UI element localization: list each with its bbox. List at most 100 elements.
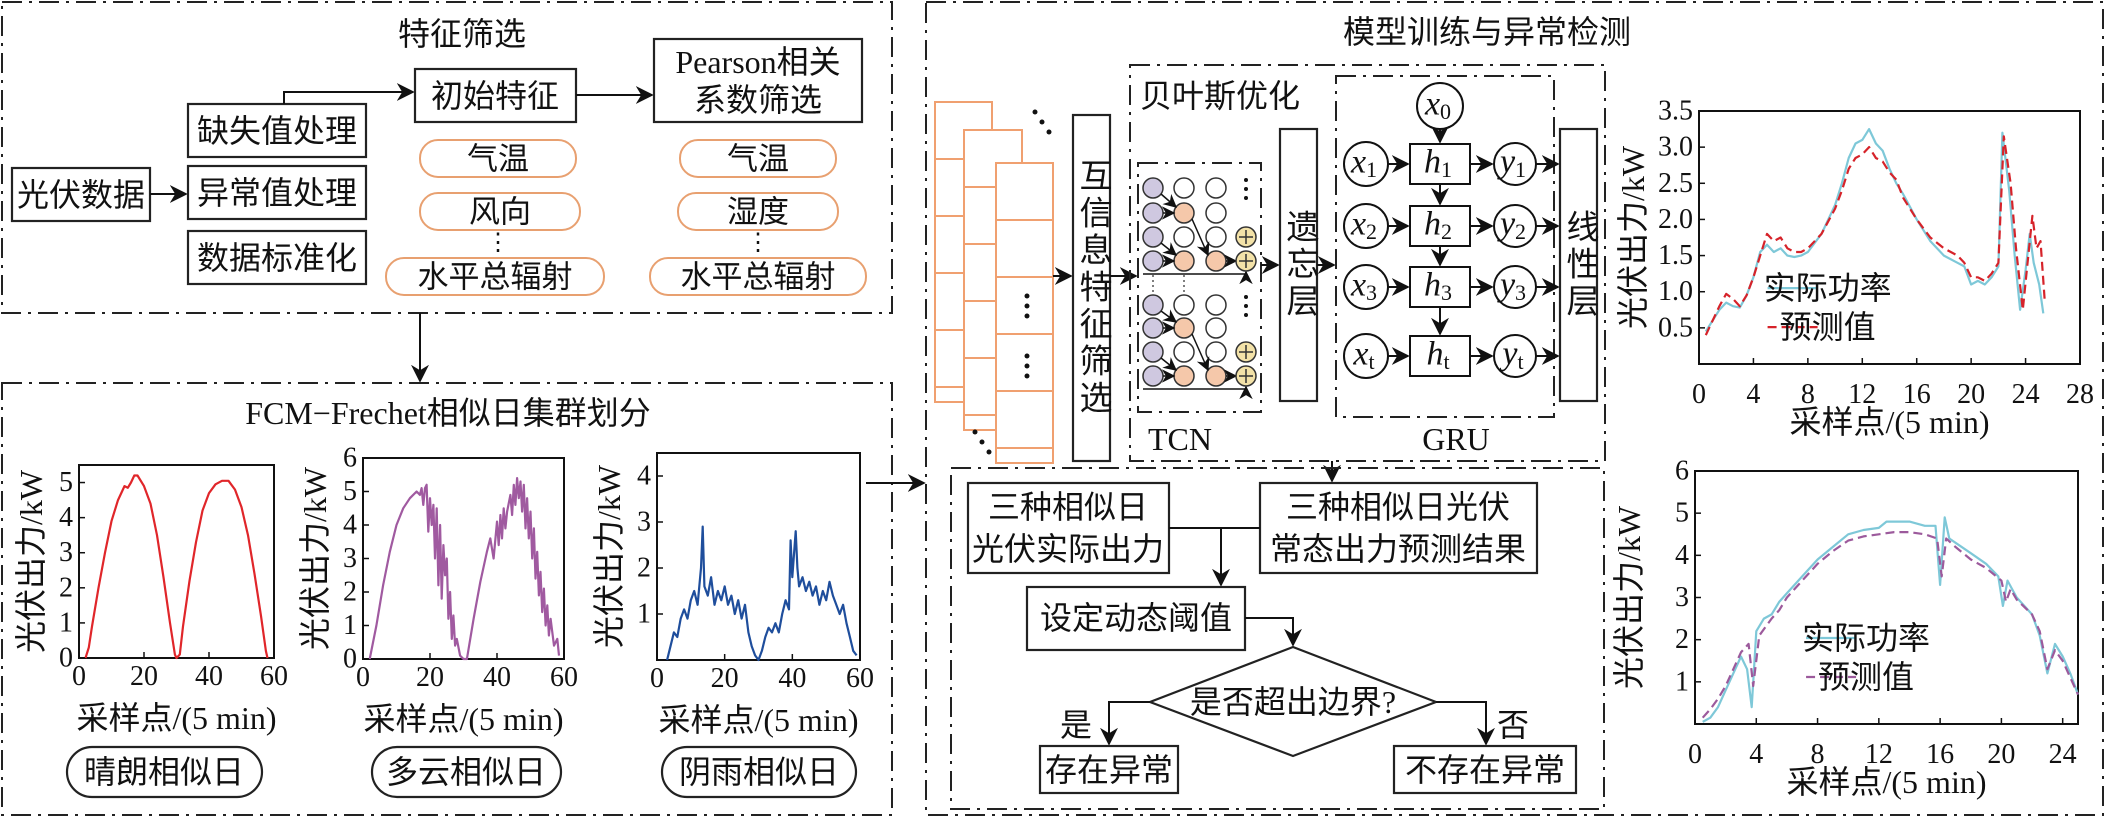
ellipsis-dot [1244, 196, 1248, 200]
pearson-box: Pearson相关 系数筛选 [652, 37, 864, 124]
y-tick-label: 1 [1675, 666, 1689, 697]
gru-label: GRU [1422, 421, 1490, 457]
x-tick-label: 40 [483, 662, 511, 693]
x-axis-label: 采样点/(5 min) [364, 701, 564, 737]
pearson-feature-list: 气温 湿度 ⋮ 水平总辐射 [649, 139, 867, 296]
x-tick-label: 8 [1811, 739, 1825, 770]
y-tick-label: 0.5 [1658, 312, 1693, 343]
subscript: 1 [1441, 157, 1452, 182]
svg-text:常态出力预测结果: 常态出力预测结果 [1270, 531, 1526, 567]
tcn-input-node [1142, 365, 1164, 387]
plot-frame [78, 464, 275, 659]
series-line [84, 474, 269, 660]
ellipsis-dot [1024, 363, 1030, 369]
y-tick-label: 4 [1675, 540, 1689, 571]
tcn-input-node [1142, 317, 1164, 339]
x-tick-label: 16 [1903, 379, 1931, 410]
y-tick-label: 2.0 [1658, 204, 1693, 235]
tcn-dilated-arrow [1191, 333, 1210, 372]
arrow [283, 83, 415, 104]
y-tick-label: 0 [343, 644, 357, 675]
outlier-box: 异常值处理 [186, 164, 368, 221]
subscript: 1 [1366, 157, 1377, 182]
plus-icon [1239, 369, 1253, 383]
svg-text:晴朗相似日: 晴朗相似日 [84, 754, 244, 790]
svg-text:系数筛选: 系数筛选 [694, 82, 822, 118]
x-tick-label: 40 [778, 663, 806, 694]
svg-text:设定动态阈值: 设定动态阈值 [1040, 600, 1232, 636]
feature-item: 水平总辐射 [681, 260, 836, 295]
actual-output-box: 三种相似日 光伏实际出力 [966, 481, 1171, 575]
arrow [1436, 701, 1495, 746]
y-tick-label: 1 [637, 599, 651, 630]
plot-frame [1694, 470, 2079, 725]
feature-item: 气温 [467, 142, 529, 177]
subscript: 3 [1441, 280, 1452, 305]
subscript: 3 [1366, 280, 1377, 305]
x-tick-label: 20 [711, 663, 739, 694]
x-axis-label: 采样点/(5 min) [77, 700, 277, 736]
svg-text:缺失值处理: 缺失值处理 [197, 113, 357, 149]
matrix-frame [995, 162, 1054, 464]
ellipsis-dot [1032, 109, 1038, 115]
x-axis-label: 采样点/(5 min) [1790, 404, 1990, 440]
series-line [368, 477, 561, 661]
x-tick-label: 12 [1865, 739, 1893, 770]
svg-text:互信息特征筛选: 互信息特征筛选 [1074, 159, 1112, 418]
subscript: t [1368, 349, 1374, 374]
subscript: t [1517, 349, 1523, 374]
x-tick-label: 20 [416, 662, 444, 693]
ellipsis-dot [1244, 313, 1248, 317]
y-tick-label: 3 [59, 537, 73, 568]
y-tick-label: 3.0 [1658, 132, 1693, 163]
svg-text:光伏实际出力: 光伏实际出力 [972, 531, 1164, 567]
legend-label: 实际功率 [1764, 270, 1892, 306]
plus-icon [1239, 345, 1253, 359]
no-label: 否 [1497, 707, 1529, 743]
tcn-node [1173, 341, 1195, 363]
tcn-input-node [1142, 341, 1164, 363]
svg-text:是否超出边界?: 是否超出边界? [1190, 684, 1396, 720]
svg-text:不存在异常: 不存在异常 [1405, 752, 1565, 788]
y-tick-label: 2.5 [1658, 168, 1693, 199]
x-tick-label: 0 [356, 662, 370, 693]
svg-text:贝叶斯优化: 贝叶斯优化 [1140, 78, 1300, 114]
ellipsis-dot [1244, 178, 1248, 182]
tcn-dilated-arrow [1160, 242, 1178, 256]
plot-frame [362, 457, 565, 660]
dynamic-threshold-box: 设定动态阈值 [1025, 585, 1247, 652]
tcn-dilated-arrow [1160, 193, 1178, 208]
subscript: t [1443, 349, 1449, 374]
x-tick-label: 12 [1848, 379, 1876, 410]
ellipsis-dot [1024, 293, 1030, 299]
svg-text:遗忘层: 遗忘层 [1281, 210, 1320, 321]
tcn-node [1205, 365, 1227, 387]
y-tick-label: 2 [637, 553, 651, 584]
tcn-node [1173, 294, 1195, 316]
x-tick-label: 24 [2012, 379, 2040, 410]
panel-title: FCM−Frechet相似日集群划分 [245, 395, 651, 431]
y-axis-label: 光伏出力/kW [297, 466, 333, 650]
tcn-input-node [1142, 226, 1164, 248]
svg-text:多云相似日: 多云相似日 [386, 754, 546, 790]
tcn-dilated-arrow [1160, 357, 1178, 371]
y-tick-label: 0 [59, 643, 73, 674]
ellipsis-dot [1244, 304, 1248, 308]
model-panel: 模型训练与异常检测 互信息特征筛选 贝叶斯优化 TCN 遗忘层 [925, 1, 2104, 816]
x-tick-label: 0 [650, 663, 664, 694]
mutual-information-box: 互信息特征筛选 [1071, 113, 1112, 463]
node-label: x2 [1350, 206, 1377, 244]
ellipsis-dot [979, 439, 985, 445]
x-tick-label: 28 [2066, 379, 2094, 410]
tcn-block: TCN [1137, 162, 1262, 457]
hidden-state-box [1409, 143, 1471, 185]
ellipsis-dot [1244, 295, 1248, 299]
feature-matrix-layer [995, 162, 1054, 464]
x-tick-label: 24 [2049, 739, 2077, 770]
tcn-node [1173, 202, 1195, 224]
missing-value-box: 缺失值处理 [186, 102, 368, 159]
tcn-node [1205, 202, 1227, 224]
ellipsis-dot [1024, 353, 1030, 359]
